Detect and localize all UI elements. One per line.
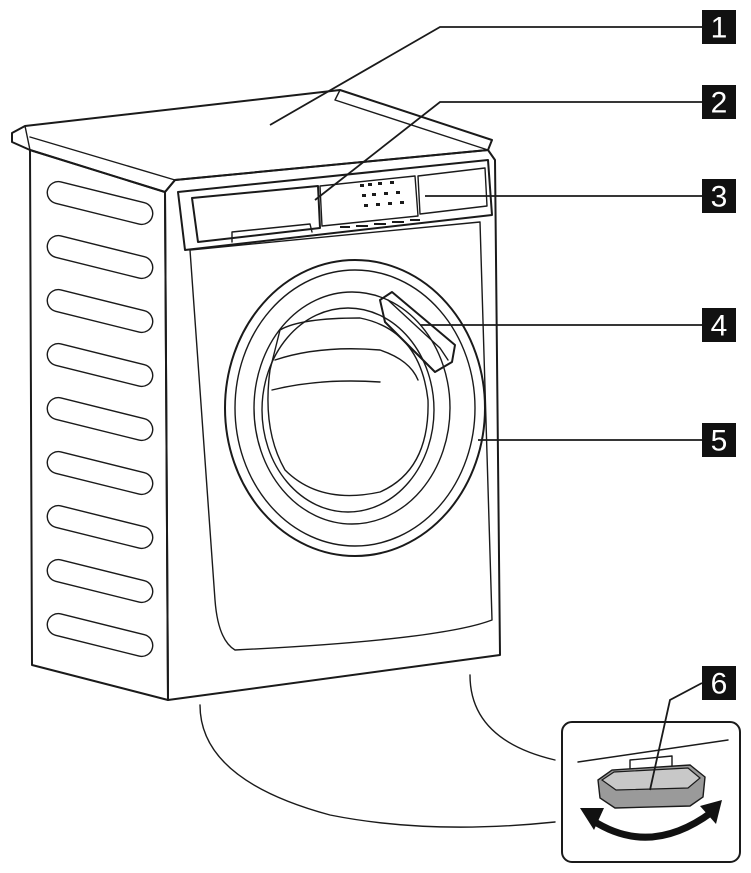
callout-2: 2 xyxy=(702,85,736,120)
foot-zoom-inset xyxy=(561,721,741,863)
callout-6: 6 xyxy=(702,666,736,701)
callout-label-3: 3 xyxy=(711,181,728,214)
callout-label-5: 5 xyxy=(711,425,728,458)
detergent-drawer xyxy=(191,185,321,243)
rotate-arrow-icon xyxy=(580,800,722,841)
callout-label-2: 2 xyxy=(711,87,728,120)
callout-3: 3 xyxy=(702,179,736,214)
control-display xyxy=(319,167,488,228)
control-panel xyxy=(177,159,493,251)
callout-label-6: 6 xyxy=(711,668,728,701)
foot-zoom-connector xyxy=(199,674,556,828)
callout-1: 1 xyxy=(702,10,736,45)
worktop xyxy=(11,89,493,193)
callout-label-4: 4 xyxy=(711,310,728,343)
callout-4: 4 xyxy=(702,308,736,343)
callout-label-1: 1 xyxy=(711,12,728,45)
door-handle xyxy=(379,291,456,373)
callout-5: 5 xyxy=(702,423,736,458)
side-vents xyxy=(46,180,154,658)
side-panel xyxy=(29,149,169,701)
door xyxy=(224,259,486,557)
leader-lines xyxy=(269,26,703,791)
front-panel xyxy=(164,149,501,701)
